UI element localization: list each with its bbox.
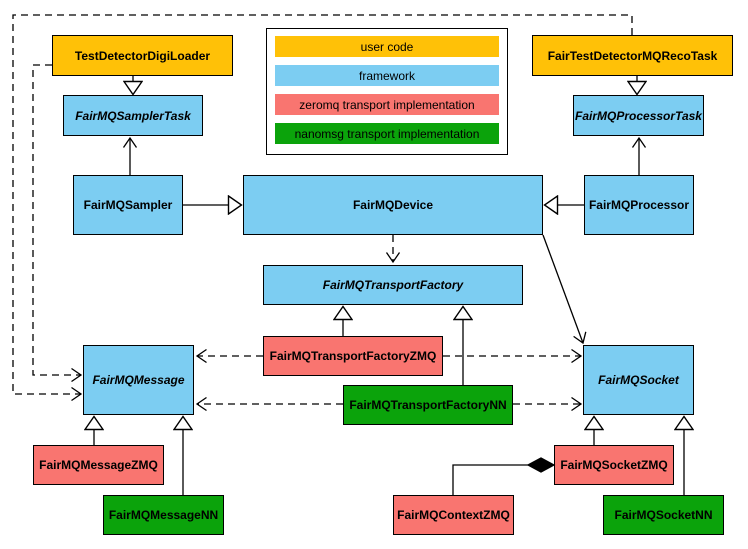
class-box-fairmqsamplertask: FairMQSamplerTask [63, 95, 203, 136]
edge-device-socket [542, 234, 587, 345]
edge-contextzmq-socketzmq [452, 464, 528, 495]
legend-item-nanomsg-transport: nanomsg transport implementation [275, 123, 499, 144]
legend-item-user-code: user code [275, 36, 499, 57]
class-box-fairmqmessagezmq: FairMQMessageZMQ [33, 445, 164, 485]
class-box-fairmqmessagenn: FairMQMessageNN [103, 495, 224, 535]
composition-diamond-icon [526, 457, 556, 473]
legend: user code framework zeromq transport imp… [266, 28, 508, 155]
class-box-fairmqmessage: FairMQMessage [83, 345, 194, 415]
class-box-fairmqprocessortask: FairMQProcessorTask [573, 95, 704, 136]
class-box-fairmqtransportfactoryzmq: FairMQTransportFactoryZMQ [263, 336, 443, 376]
class-box-fairmqsocketzmq: FairMQSocketZMQ [554, 445, 674, 485]
class-box-fairmqsocket: FairMQSocket [583, 345, 694, 415]
legend-item-framework: framework [275, 65, 499, 86]
class-box-fairtestdetectormqrecotask: FairTestDetectorMQRecoTask [532, 35, 733, 76]
class-box-fairmqtransportfactorynn: FairMQTransportFactoryNN [343, 385, 513, 425]
class-box-fairmqdevice: FairMQDevice [243, 175, 543, 235]
legend-item-zeromq-transport: zeromq transport implementation [275, 94, 499, 115]
class-box-fairmqcontextzmq: FairMQContextZMQ [393, 495, 514, 535]
class-box-fairmqsampler: FairMQSampler [73, 175, 183, 235]
class-box-fairmqtransportfactory: FairMQTransportFactory [263, 265, 523, 305]
class-box-fairmqsocketnn: FairMQSocketNN [603, 495, 724, 535]
class-box-fairmqprocessor: FairMQProcessor [584, 175, 694, 235]
class-box-testdetectordigiloader: TestDetectorDigiLoader [52, 35, 233, 76]
